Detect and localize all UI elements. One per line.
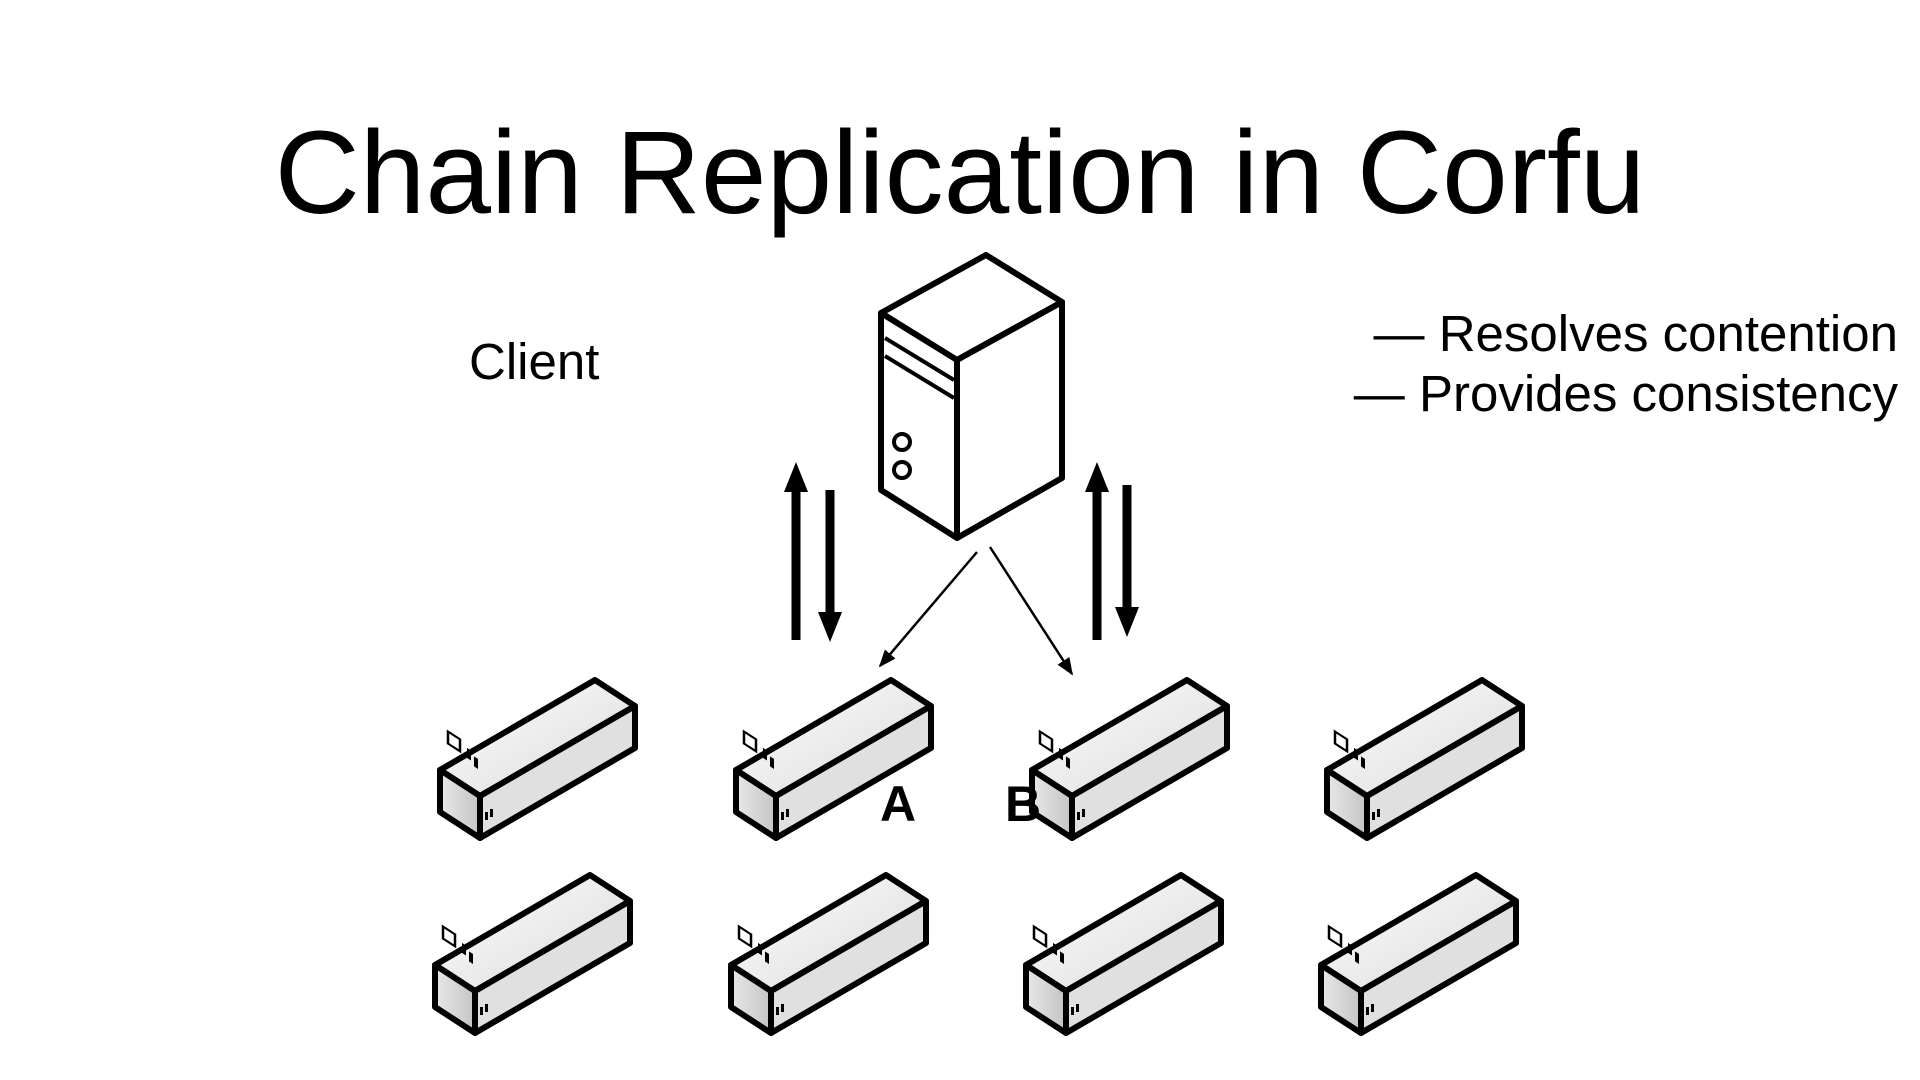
note-line: — Provides consistency — [1353, 365, 1898, 422]
chain-arrows — [878, 546, 1074, 676]
client-label: Client — [469, 333, 600, 390]
node-label-a: A — [880, 776, 917, 832]
storage-unit-icon — [1026, 875, 1221, 1033]
storage-unit-icon — [1032, 680, 1227, 838]
storage-unit-icon — [435, 875, 630, 1033]
storage-unit-icon — [1327, 680, 1522, 838]
slide-title: Chain Replication in Corfu — [274, 107, 1646, 239]
client-right-arrows — [1085, 462, 1139, 640]
storage-unit-icon — [440, 680, 635, 838]
client-left-arrows — [784, 462, 842, 642]
sequencer-notes: — Resolves contention — Provides consist… — [1318, 304, 1898, 424]
node-label-b: B — [1005, 776, 1042, 832]
tower-server-icon — [878, 252, 1065, 541]
storage-unit-icon — [1321, 875, 1516, 1033]
note-line: — Resolves contention — [1373, 305, 1898, 362]
storage-unit-icon — [731, 875, 926, 1033]
